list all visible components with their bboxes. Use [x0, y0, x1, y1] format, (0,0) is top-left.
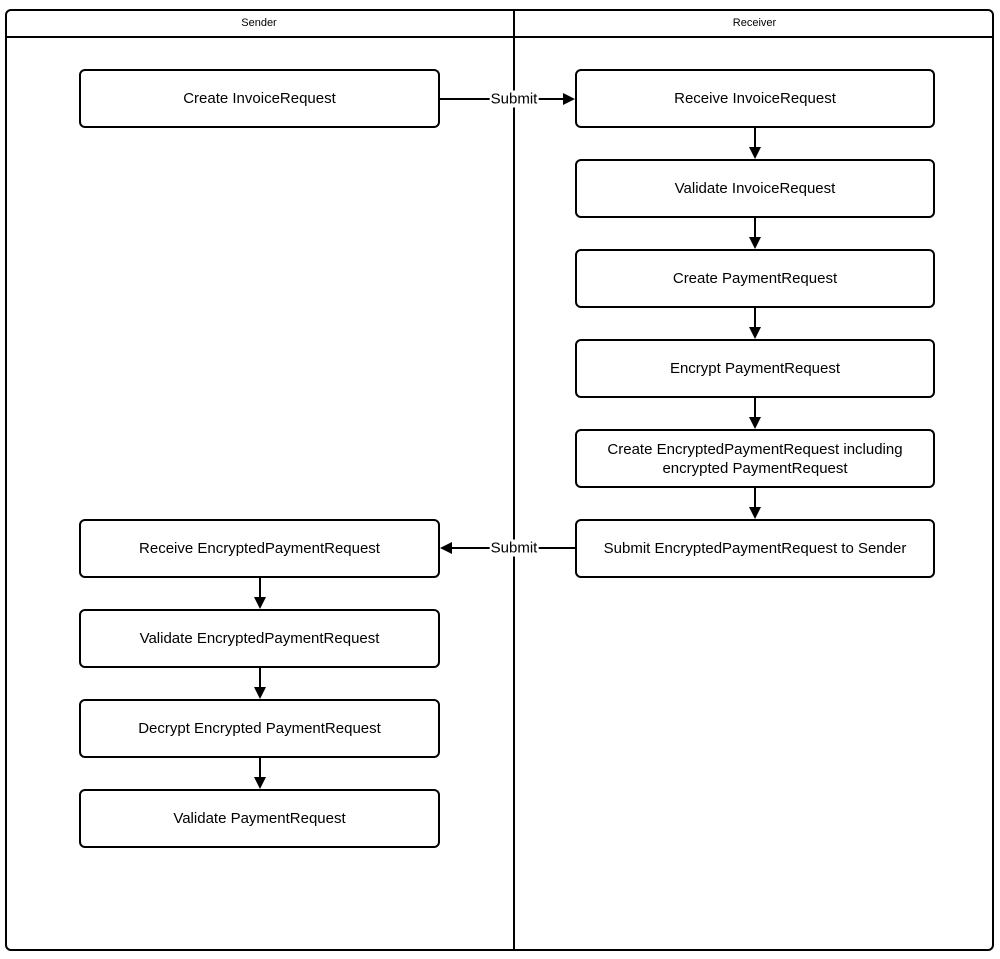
arrowhead-left-icon [440, 542, 452, 554]
node-create-paymentrequest: Create PaymentRequest [575, 249, 935, 308]
arrow-line-s2-s3 [259, 578, 261, 598]
node-encrypt-paymentrequest: Encrypt PaymentRequest [575, 339, 935, 398]
node-create-invoicerequest: Create InvoiceRequest [79, 69, 440, 128]
node-create-encryptedpaymentrequest: Create EncryptedPaymentRequest including… [575, 429, 935, 488]
arrowhead-down-icon [254, 597, 266, 609]
arrow-line-s4-s5 [259, 758, 261, 778]
arrowhead-down-icon [749, 417, 761, 429]
node-receive-invoicerequest: Receive InvoiceRequest [575, 69, 935, 128]
arrow-label-submit-top: Submit [489, 90, 539, 108]
node-validate-paymentrequest: Validate PaymentRequest [79, 789, 440, 848]
arrow-line-r4-r5 [754, 398, 756, 418]
node-validate-invoicerequest: Validate InvoiceRequest [575, 159, 935, 218]
node-validate-encryptedpaymentrequest: Validate EncryptedPaymentRequest [79, 609, 440, 668]
arrowhead-down-icon [254, 687, 266, 699]
lane-title-receiver: Receiver [732, 16, 777, 29]
arrowhead-down-icon [749, 147, 761, 159]
arrow-label-submit-bottom: Submit [489, 539, 539, 557]
lane-divider [513, 9, 515, 951]
arrow-line-s3-s4 [259, 668, 261, 688]
header-separator [5, 36, 994, 38]
arrowhead-down-icon [749, 507, 761, 519]
node-submit-encryptedpaymentrequest: Submit EncryptedPaymentRequest to Sender [575, 519, 935, 578]
arrowhead-down-icon [254, 777, 266, 789]
arrowhead-down-icon [749, 327, 761, 339]
arrowhead-right-icon [563, 93, 575, 105]
arrow-line-r2-r3 [754, 218, 756, 238]
arrowhead-down-icon [749, 237, 761, 249]
arrow-line-r3-r4 [754, 308, 756, 328]
node-decrypt-encrypted-paymentrequest: Decrypt Encrypted PaymentRequest [79, 699, 440, 758]
arrow-line-r5-r6 [754, 488, 756, 508]
lane-title-sender: Sender [241, 16, 277, 29]
node-receive-encryptedpaymentrequest: Receive EncryptedPaymentRequest [79, 519, 440, 578]
arrow-line-r1-r2 [754, 128, 756, 148]
